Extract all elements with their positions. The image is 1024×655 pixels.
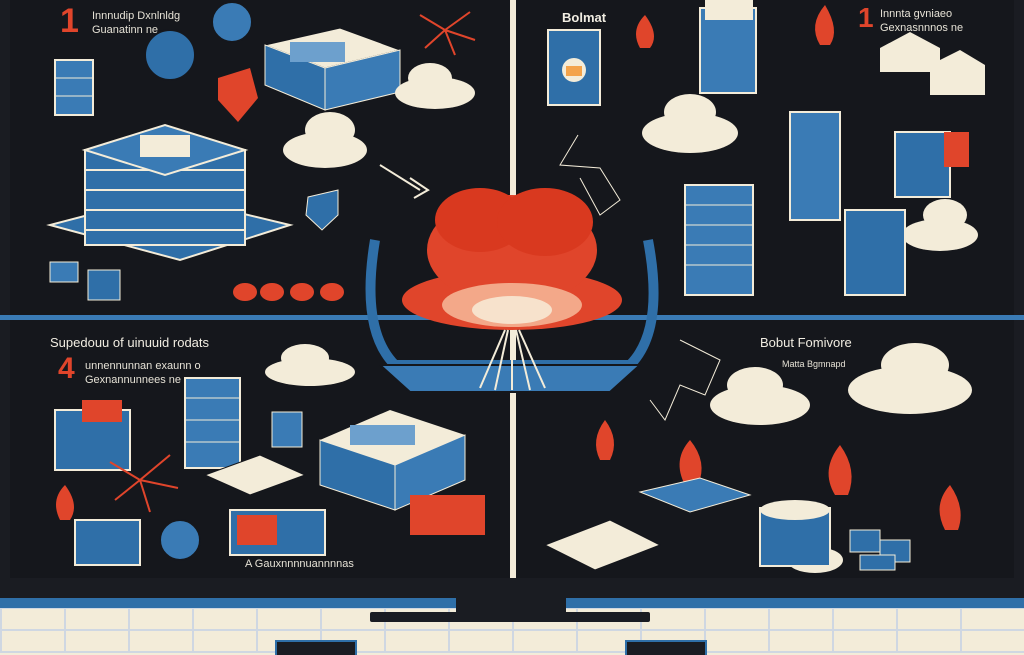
- caption-top-left-2: Guanatinn ne: [92, 24, 159, 36]
- server-tower-icon: [684, 0, 757, 296]
- user-shield-icon: [547, 29, 601, 106]
- explosion-burst-icon-2: [109, 454, 179, 513]
- monitor-stand-base: [370, 612, 650, 622]
- network-graph-icon: [559, 134, 621, 216]
- arrow-icon: [379, 164, 430, 199]
- shield-icon: [218, 68, 258, 122]
- flame-row-icon: [233, 283, 344, 301]
- panel-title-bottom-right: Bobut Fomivore: [760, 335, 852, 350]
- panel-title-bottom-left: Supedouu of uinuuid rodats: [50, 335, 210, 350]
- server-stack-icon: [46, 123, 294, 262]
- cloud-icon-bottom: [265, 344, 355, 386]
- footer-caption-bottom-left: A Gauxnnnnuannnnas: [245, 558, 354, 570]
- disk-drive-icon: [759, 500, 831, 567]
- cloud-icon-right: [642, 94, 978, 251]
- shield-icon-2: [305, 189, 339, 231]
- step-number-top-right: 1: [858, 2, 874, 33]
- server-rack-icon: [789, 111, 969, 296]
- server-unit-icon: [263, 27, 402, 111]
- caption-top-right-2: Gexnasnnnos ne: [880, 22, 964, 34]
- flame-icon-2: [56, 485, 74, 520]
- storage-drawer-icon: [74, 411, 303, 566]
- panel-subtitle-bottom-right: Matta Bgmnapd: [782, 359, 846, 369]
- storage-box-icon: [54, 59, 94, 116]
- cloud-icon: [283, 63, 475, 168]
- explosion-cloud-icon: [402, 188, 622, 391]
- step-number-top-left: 1: [60, 2, 79, 40]
- caption-top-left-1: Innnudip Dxnlnldg: [92, 10, 181, 22]
- monitor-stand: [456, 578, 566, 618]
- flame-icon: [636, 5, 834, 48]
- house-icon: [880, 32, 985, 95]
- globe-icon-2: [211, 1, 253, 43]
- small-monitor-icon: [275, 640, 357, 655]
- panel-title-top-right: Bolmat: [562, 10, 607, 25]
- monitor-icon: [49, 261, 121, 301]
- shockwave-platform-icon: [377, 364, 643, 393]
- caption-bottom-left-2: Gexnannunnees ne: [85, 374, 182, 386]
- explosion-burst-icon: [419, 11, 476, 56]
- globe-icon: [144, 29, 196, 81]
- caption-bottom-left-1: unnennunnan exaunn o: [85, 360, 201, 372]
- network-graph-icon-2: [649, 339, 721, 421]
- server-blocks-icon: [54, 377, 241, 471]
- device-tablet-icon: [203, 454, 485, 556]
- flame-icon-3: [596, 420, 961, 530]
- globe-icon-3: [159, 519, 201, 561]
- rubble-icon: [849, 529, 911, 571]
- small-monitor-icon-2: [625, 640, 707, 655]
- server-unit-icon-2: [319, 410, 466, 511]
- caption-top-right-1: Innnta gvniaeo: [880, 8, 953, 20]
- platform-icon: [543, 477, 752, 571]
- step-number-bottom-left: 4: [58, 352, 75, 385]
